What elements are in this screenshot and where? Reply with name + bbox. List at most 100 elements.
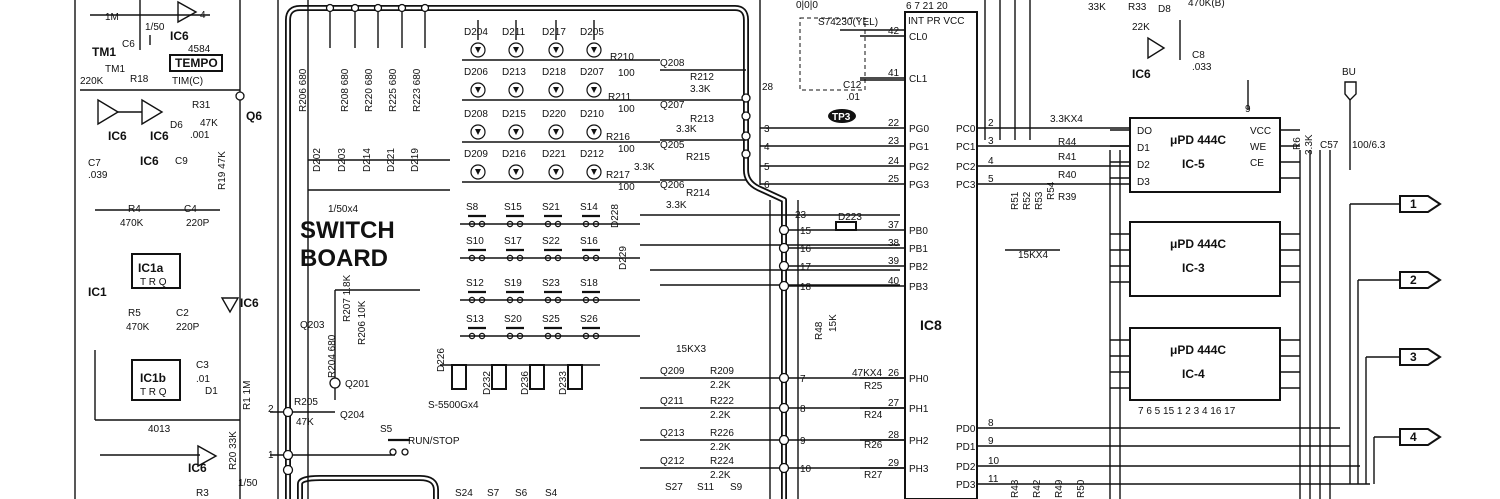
r-1m-label: 1M	[105, 12, 119, 23]
node-23-label: 23	[795, 210, 807, 221]
led-diode-icon	[553, 87, 559, 93]
svg-text:10: 10	[800, 464, 812, 475]
r212-value: 3.3K	[690, 84, 711, 95]
ic1b-label: IC1b	[140, 371, 166, 385]
r48-value: 15K	[828, 314, 839, 332]
svg-text:16: 16	[800, 244, 812, 255]
bottom-sw-6: S11	[697, 482, 714, 493]
r470-label: 470K(B)	[1188, 0, 1225, 9]
r214-label: R214	[686, 188, 710, 199]
c3-label: C3	[196, 360, 209, 371]
r5-value: 470K	[126, 322, 150, 333]
led-label: D215	[502, 109, 526, 120]
svg-text:5: 5	[764, 162, 770, 173]
main-bus	[277, 0, 799, 499]
memory-part-label: μPD 444C	[1170, 133, 1226, 147]
led-label: D205	[580, 27, 604, 38]
r51-label: R51	[1010, 191, 1021, 210]
led-label: D220	[542, 109, 566, 120]
r53-label: R53	[1034, 191, 1045, 210]
switch-label: S13	[466, 314, 484, 325]
ic8-pin-name: PB3	[909, 282, 928, 293]
ic8-pin-name: PH2	[909, 436, 929, 447]
r3-label: R3	[196, 488, 209, 499]
c8-value: .033	[1192, 62, 1212, 73]
mem-data-pin: D2	[1137, 160, 1150, 171]
r211-label: R211	[608, 92, 632, 103]
output-label: 3	[1410, 350, 1417, 364]
led-label: D206	[464, 67, 488, 78]
r19-label: R19 47K	[217, 151, 228, 190]
led-diode-icon	[591, 47, 597, 53]
led-label: D218	[542, 67, 566, 78]
r217-value: 100	[618, 182, 635, 193]
h-resistor-value: 2.2K	[710, 442, 731, 453]
pc-label: PC0	[956, 124, 976, 135]
led-diode-icon	[591, 87, 597, 93]
r39-label: R39	[1058, 192, 1077, 203]
led-label: D208	[464, 109, 488, 120]
ic8-pin-number: 26	[888, 368, 900, 379]
ic8-pin-number: 27	[888, 398, 900, 409]
r54-label: R54	[1046, 181, 1057, 200]
mem-data-pin: DO	[1137, 126, 1152, 137]
r15kx3-label: 15KX3	[676, 344, 706, 355]
ic8-pin-name: PH0	[909, 374, 929, 385]
ic6-label-2: IC6	[108, 129, 127, 143]
d228-label: D228	[610, 204, 621, 228]
r6-label: R6	[1292, 137, 1303, 150]
output-connector	[1399, 348, 1442, 366]
part-4013-label: 4013	[148, 424, 171, 435]
r212-label: R212	[690, 72, 714, 83]
svg-text:17: 17	[800, 262, 812, 273]
ic6-label-1: IC6	[170, 29, 189, 43]
svg-text:9: 9	[800, 436, 806, 447]
switch-label: S23	[542, 278, 560, 289]
ic8-pin-number: 39	[888, 256, 900, 267]
r26-label: R26	[864, 440, 883, 451]
pd-resistor-label: R49	[1054, 479, 1065, 498]
led-label: D213	[502, 67, 526, 78]
c12-value: .01	[846, 92, 860, 103]
ic8-pin-name: PG0	[909, 124, 929, 135]
svg-text:18: 18	[800, 282, 812, 293]
h-resistor-label: R222	[710, 396, 734, 407]
led-diode-icon	[553, 169, 559, 175]
ic8-pin-number: 24	[888, 156, 900, 167]
ic8-pin-name: PB2	[909, 262, 928, 273]
h-resistor-label: R224	[710, 456, 734, 467]
node-1-label: 1	[268, 450, 274, 461]
mem-ctrl-pin: VCC	[1250, 126, 1271, 137]
r1-label: R1 1M	[242, 381, 253, 410]
node-9-label: 9	[1245, 104, 1251, 115]
r24-label: R24	[864, 410, 883, 421]
r25-label: R25	[864, 381, 883, 392]
c2-label: C2	[176, 308, 189, 319]
led-diode-icon	[513, 87, 519, 93]
ic8-pin-number: 25	[888, 174, 900, 185]
c4-label: C4	[184, 204, 197, 215]
svg-text:R208 680: R208 680	[340, 68, 351, 112]
tempo-label: TEMPO	[175, 56, 218, 70]
switch-board-title-line1: SWITCH	[300, 217, 395, 244]
r213-label: R213	[690, 114, 714, 125]
tm1-sub-label: TM1	[105, 64, 125, 75]
led-label: D217	[542, 27, 566, 38]
ic8-pin-name: PG3	[909, 180, 929, 191]
output-connector	[1399, 271, 1442, 289]
q206-label: Q206	[660, 180, 685, 191]
r217-label: R217	[606, 170, 630, 181]
cap-1-50x4-label: 1/50x4	[328, 204, 358, 215]
led-diode-icon	[553, 129, 559, 135]
svg-text:7: 7	[800, 374, 806, 385]
bottom-sw-4: S4	[545, 488, 558, 499]
bottom-sw-2: S7	[487, 488, 500, 499]
r48-label: R48	[814, 321, 825, 340]
ic8-pin-number: 22	[888, 118, 900, 129]
bu-label: BU	[1342, 67, 1356, 78]
led-diode-icon	[475, 87, 481, 93]
memory-name-label: IC-3	[1182, 261, 1205, 275]
r215-label: R215	[686, 152, 710, 163]
r18-label: R18	[130, 74, 149, 85]
r214-value: 3.3K	[666, 200, 687, 211]
